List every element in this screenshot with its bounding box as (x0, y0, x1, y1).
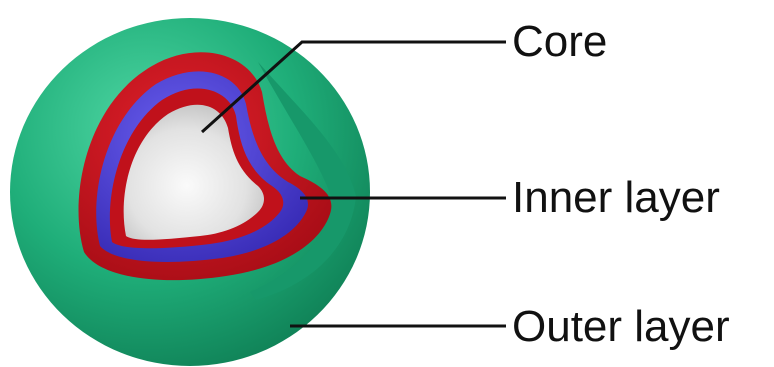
outer-layer-label: Outer layer (512, 305, 730, 349)
inner-layer-label: Inner layer (512, 176, 720, 220)
core-label: Core (512, 20, 607, 64)
